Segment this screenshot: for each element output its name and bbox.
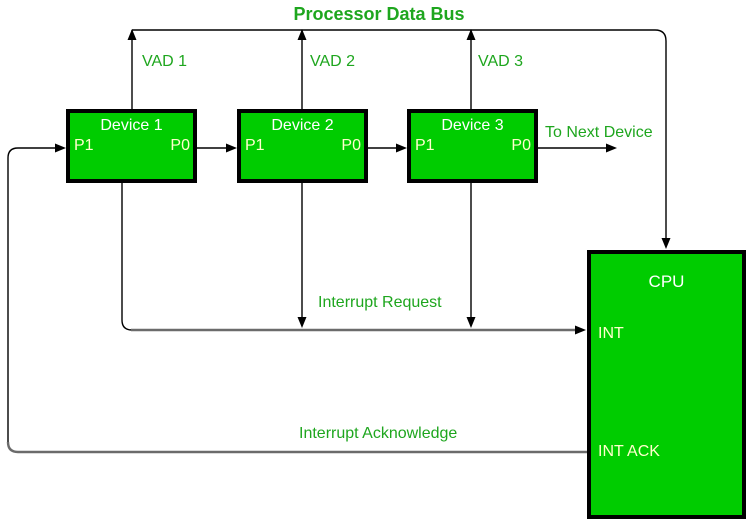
device2-port-p0: P0 <box>341 137 361 154</box>
interrupt-acknowledge-line <box>6 441 587 454</box>
device2-name: Device 2 <box>271 117 334 134</box>
cpu-int-ack-port: INT ACK <box>598 443 660 460</box>
device1-request-stem-line <box>121 183 133 331</box>
device2-box: Device 2 P1 P0 <box>237 109 368 183</box>
chain-link-2-arrow-icon <box>396 143 407 153</box>
vad3-up-arrow-icon <box>466 29 476 40</box>
device2-request-arrow-icon <box>297 317 307 328</box>
device2-port-p1: P1 <box>245 137 265 154</box>
device1-port-p1: P1 <box>74 137 94 154</box>
device3-port-p1: P1 <box>415 137 435 154</box>
device3-name: Device 3 <box>441 117 504 134</box>
interrupt-acknowledge-label: Interrupt Acknowledge <box>299 425 458 442</box>
chain-link-1-arrow-icon <box>226 143 237 153</box>
interrupt-request-label: Interrupt Request <box>318 294 442 311</box>
device3-request-arrow-icon <box>466 317 476 328</box>
device1-name: Device 1 <box>100 117 163 134</box>
device3-box: Device 3 P1 P0 <box>407 109 538 183</box>
bus-to-cpu-arrow-icon <box>661 238 671 249</box>
device1-port-p0: P0 <box>170 137 190 154</box>
device1-box: Device 1 P1 P0 <box>66 109 197 183</box>
vad3-label: VAD 3 <box>478 53 524 70</box>
to-next-device-arrow-icon <box>606 143 617 153</box>
vad1-up-arrow-icon <box>127 29 137 40</box>
cpu-name: CPU <box>648 272 685 291</box>
acknowledge-to-device1-arrow-icon <box>55 143 66 153</box>
vad2-label: VAD 2 <box>310 53 356 70</box>
request-to-cpu-arrow-icon <box>575 325 586 335</box>
vad1-label: VAD 1 <box>142 53 188 70</box>
device3-port-p0: P0 <box>511 137 531 154</box>
to-next-device-label: To Next Device <box>545 124 653 141</box>
cpu-box: CPU INT INT ACK <box>587 250 746 519</box>
vad2-up-arrow-icon <box>297 29 307 40</box>
diagram-title: Processor Data Bus <box>293 4 465 24</box>
cpu-int-port: INT <box>598 325 624 342</box>
data-bus-line <box>132 29 667 240</box>
acknowledge-return-line <box>7 147 56 442</box>
